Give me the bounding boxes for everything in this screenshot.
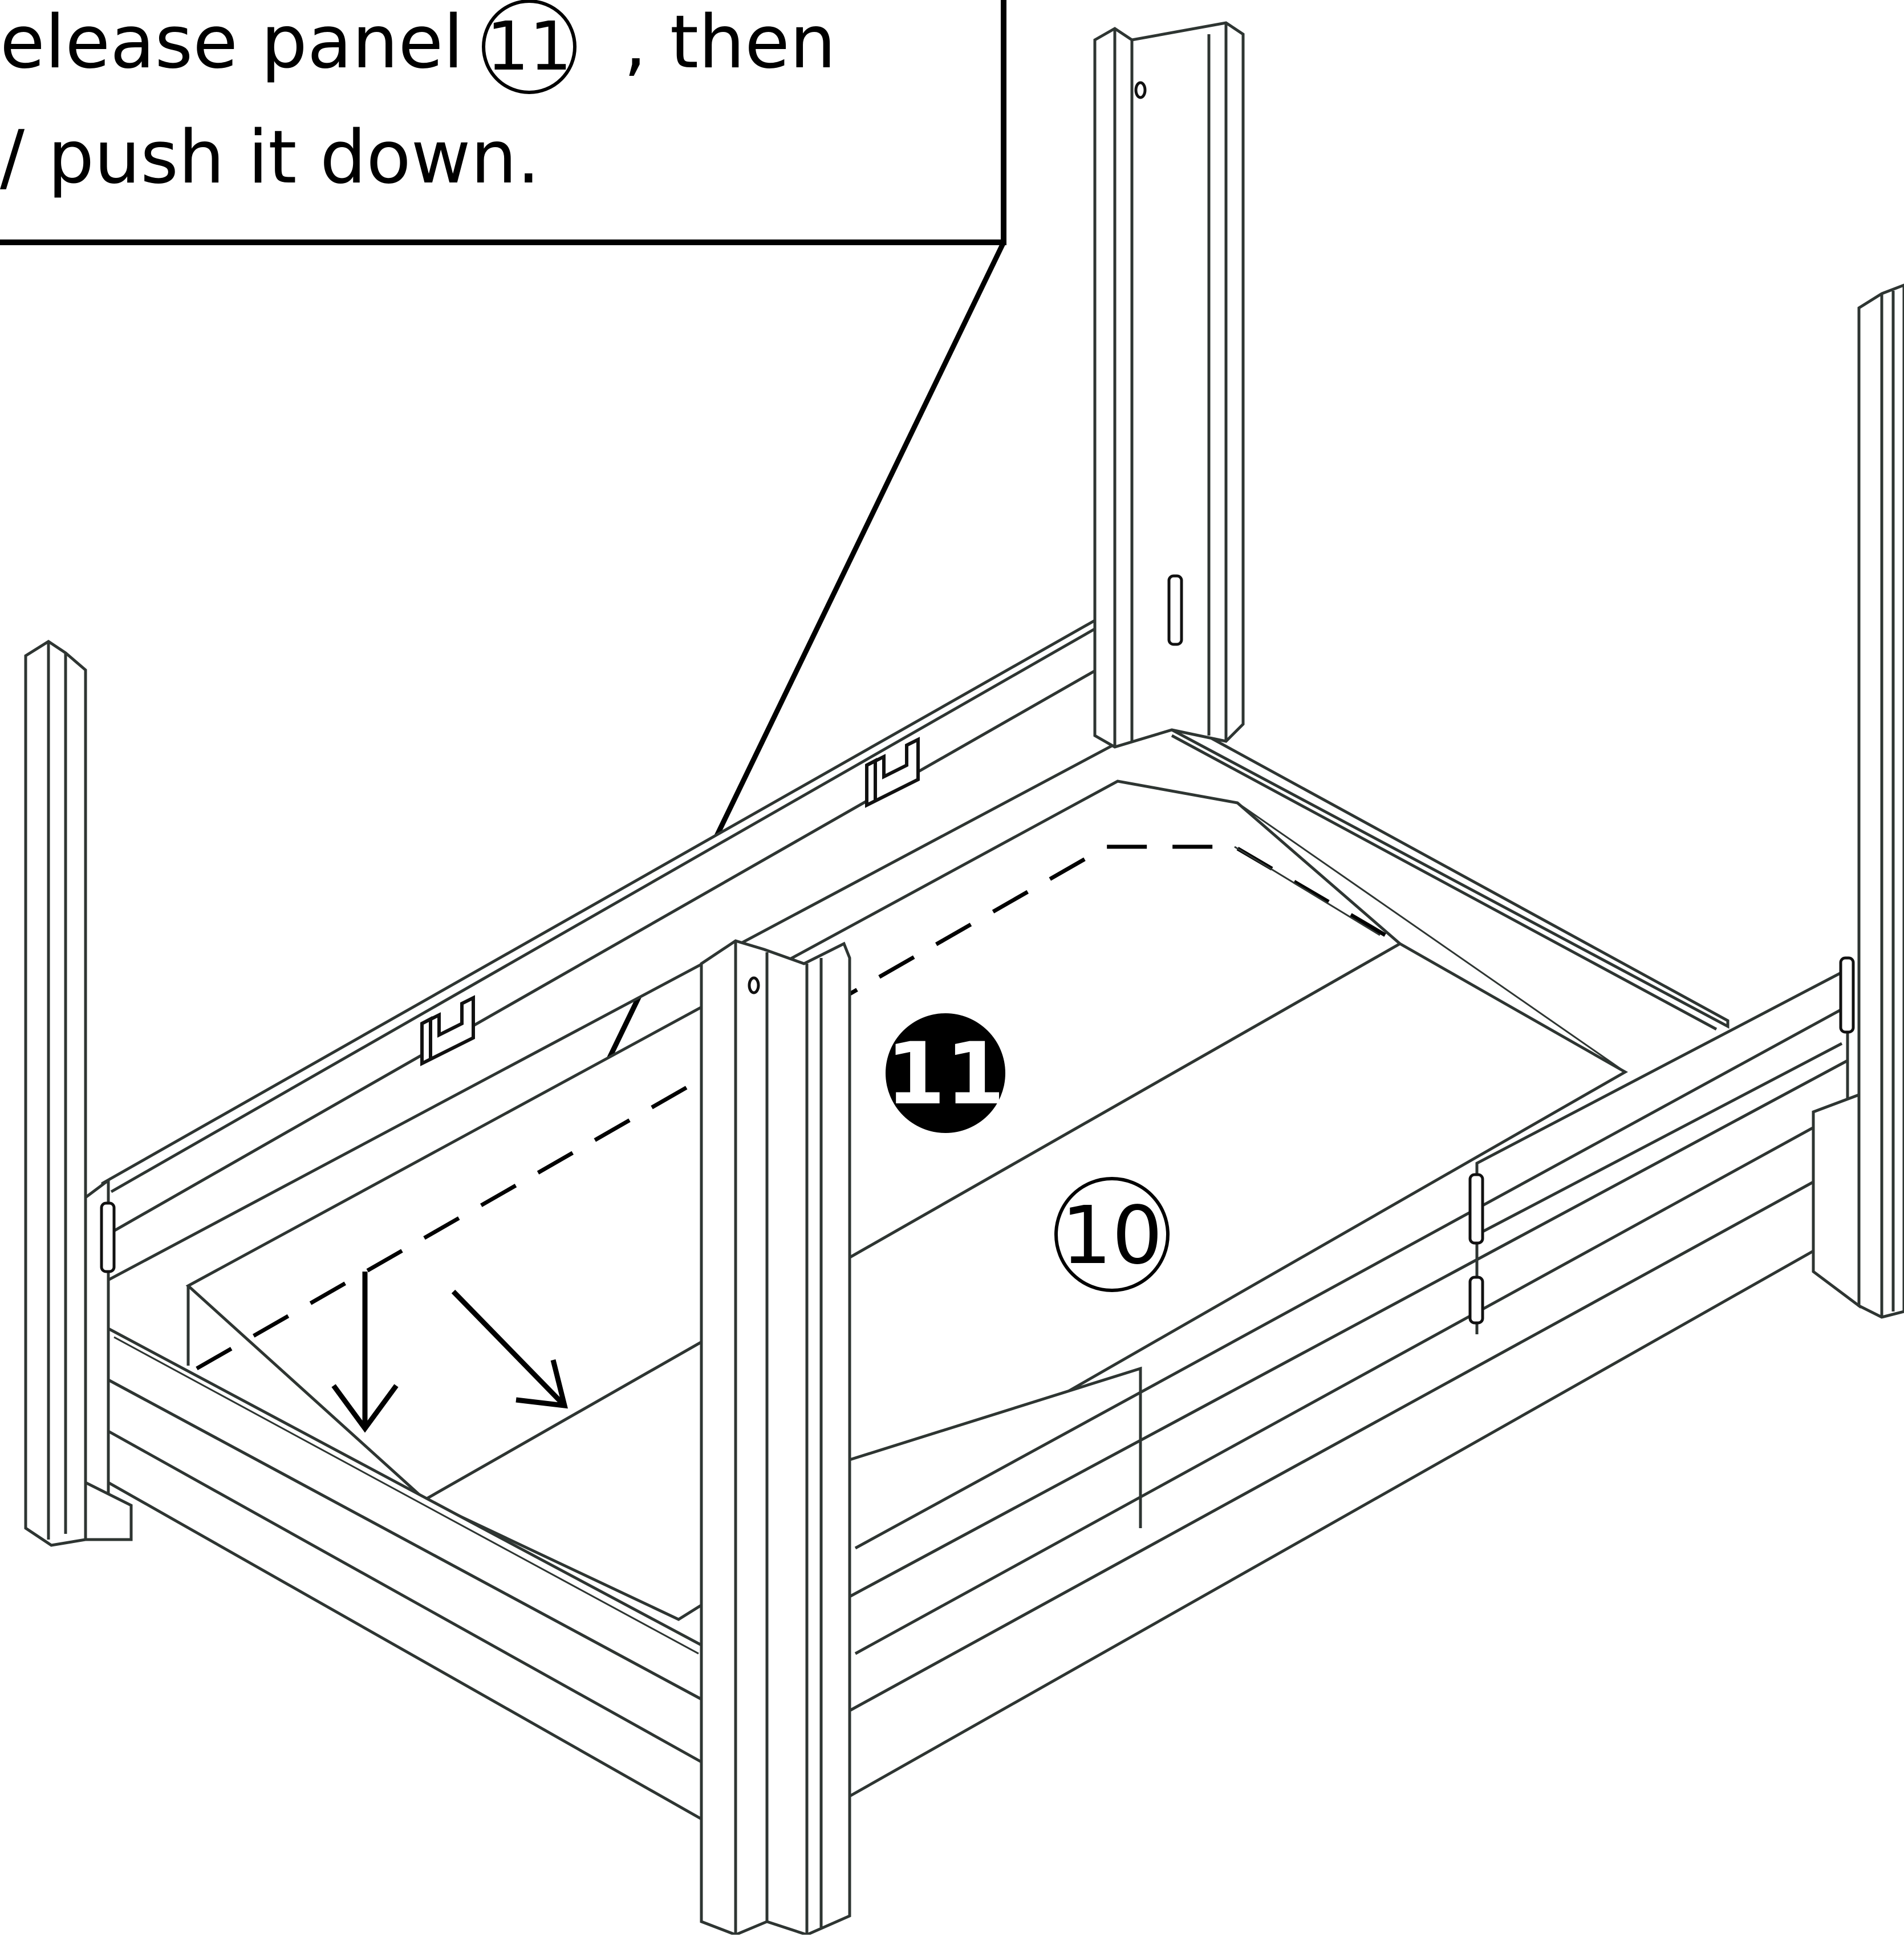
callout-part-number: 11 xyxy=(486,7,572,86)
panel-11-slope-line xyxy=(1237,802,1626,1073)
right-end-inner-edge xyxy=(1171,734,1718,1031)
front-corner-post xyxy=(700,939,851,1936)
front-right-groove-2 xyxy=(854,1110,1843,1655)
rear-corner-post xyxy=(1093,21,1245,749)
front-left-top-detail xyxy=(113,1336,699,1655)
left-post-body xyxy=(24,640,87,1547)
callout-part-circle xyxy=(482,0,577,94)
part-label-10-circle xyxy=(1054,1177,1170,1292)
left-post-foot xyxy=(84,1480,133,1541)
front-post-hole xyxy=(748,976,760,994)
rear-post-hole xyxy=(1134,81,1147,99)
right-post-hinge-clip xyxy=(1839,956,1855,1034)
front-right-groove-1 xyxy=(854,1008,1843,1550)
callout-line-1: elease panel , then xyxy=(0,0,836,85)
instruction-callout: elease panel , then 11 / push it down. xyxy=(0,0,1006,1270)
push-down-arrows xyxy=(331,1272,568,1433)
panel-11-dashed-guide xyxy=(1234,846,1381,936)
part-label-11-badge xyxy=(886,1013,1005,1133)
front-post-body xyxy=(700,939,851,1936)
part-label-10: 10 xyxy=(1054,1177,1170,1292)
callout-part-11-reference: 11 xyxy=(482,0,577,94)
left-post-hinge-clip xyxy=(100,1201,116,1273)
rear-panel-groove xyxy=(110,591,1159,1193)
part-label-10-text: 10 xyxy=(1061,1189,1163,1282)
part-label-11-text: 11 xyxy=(886,1025,1005,1124)
rear-side-panel xyxy=(101,579,1165,1286)
panel-11-target-dashed-outline xyxy=(196,844,1401,1371)
front-side-panel xyxy=(107,967,1849,1822)
front-hinge-clip-upper xyxy=(1468,1173,1484,1245)
right-post-bracket xyxy=(1812,1093,1861,1309)
left-corner-post xyxy=(24,640,133,1547)
rear-panel-bracket-left xyxy=(420,995,475,1066)
right-corner-post xyxy=(1812,283,1904,1319)
arrow-diagonal-icon xyxy=(451,1289,568,1409)
rear-panel-bracket-right xyxy=(865,737,920,808)
rear-post-hinge-clip xyxy=(1167,574,1183,646)
arrow-down-icon xyxy=(331,1272,399,1433)
part-label-11: 11 xyxy=(886,1013,1005,1133)
front-left-groove xyxy=(107,1430,703,1764)
callout-line-2: / push it down. xyxy=(0,115,540,200)
front-hinge-clip-lower xyxy=(1468,1276,1484,1325)
front-right-groove-3 xyxy=(1481,1042,1843,1233)
